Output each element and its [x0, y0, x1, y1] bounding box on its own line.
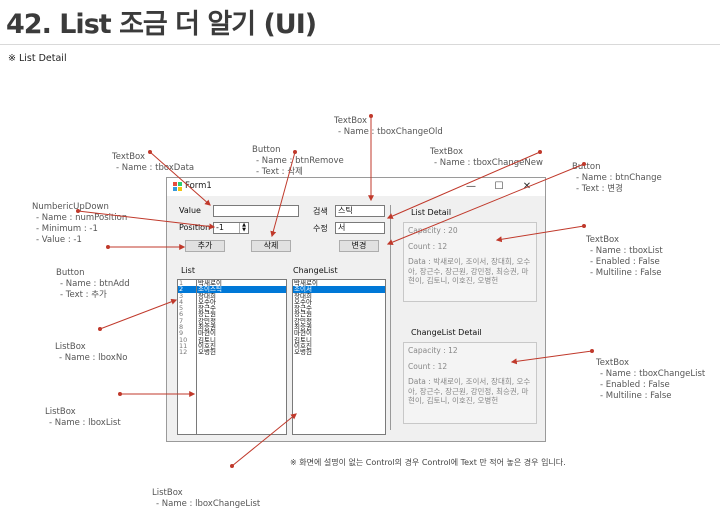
data-textbox[interactable] [213, 205, 299, 217]
change-button[interactable]: 변경 [339, 240, 379, 252]
changelist-detail-label: ChangeList Detail [411, 328, 482, 337]
note-num-position: NumbericUpDown- Name : numPosition- Mini… [32, 202, 128, 245]
stepper-arrows-icon[interactable]: ▲▼ [239, 223, 248, 233]
list-item[interactable]: 2 [178, 286, 196, 293]
list-item[interactable]: 1 [179, 280, 184, 287]
tbox-list: Capacity : 20 Count : 12 Data : 박새로이, 조이… [403, 222, 537, 302]
list-item[interactable]: 박새로이 [198, 280, 222, 287]
note-lbox-no: ListBox- Name : lboxNo [55, 342, 128, 363]
note-tbox-data: TextBox- Name : tboxData [112, 152, 195, 173]
note-tbox-change-new: TextBox- Name : tboxChangeNew [430, 147, 543, 168]
list-item[interactable]: 오병헌 [198, 349, 216, 356]
list-item[interactable]: 장근수 [294, 305, 312, 312]
list-item[interactable]: 장근원 [294, 311, 312, 318]
list-item[interactable]: 5 [179, 305, 184, 312]
change-capacity: Capacity : 12 [408, 346, 458, 355]
list-item[interactable]: 11 [179, 342, 188, 350]
minimize-icon[interactable]: — [466, 181, 476, 192]
list-item[interactable]: 이호진 [198, 342, 216, 350]
arrow-num-position [77, 210, 216, 230]
arrow-tbox-data [149, 151, 211, 206]
list-item[interactable]: 12 [179, 349, 188, 356]
list-item[interactable]: 마현이 [198, 330, 216, 337]
form-window: Form1 — ☐ ✕ Value Position -1 ▲▼ 추가 삭제 L… [166, 177, 546, 442]
note-tbox-change-old: TextBox- Name : tboxChangeOld [334, 116, 443, 137]
list-item[interactable]: 7 [179, 317, 184, 325]
change-data: Data : 박새로이, 조이서, 장대희, 오수아, 장근수, 장근원, 강민… [408, 377, 531, 405]
list-count: Count : 12 [408, 241, 448, 251]
list-item[interactable]: 김토니 [294, 336, 312, 343]
list-item[interactable]: 6 [179, 311, 184, 318]
note-tbox-changelist: TextBox- Name : tboxChangeList- Enabled … [596, 358, 706, 401]
list-item[interactable]: 김토니 [198, 336, 216, 343]
arrow-btn-remove [270, 151, 296, 238]
maximize-icon[interactable]: ☐ [494, 181, 504, 192]
section-divider [390, 205, 391, 430]
arrow-tbox-changelist [510, 350, 593, 365]
list-detail-label: List Detail [411, 208, 452, 217]
list-capacity: Capacity : 20 [408, 226, 458, 235]
changelist-label: ChangeList [293, 266, 338, 275]
modify-label: 수정 [313, 224, 328, 233]
list-item[interactable]: 최승권 [198, 324, 216, 331]
position-value: -1 [216, 223, 224, 232]
form-titlebar[interactable]: Form1 — ☐ ✕ [167, 178, 545, 196]
list-item[interactable]: 3 [179, 292, 184, 299]
list-item[interactable]: 이호진 [294, 342, 312, 350]
arrow-tbox-list [495, 225, 585, 243]
footnote: ※ 화면에 설명이 없는 Control의 경우 Control에 Text 만… [290, 458, 566, 467]
list-item[interactable]: 마현이 [294, 330, 312, 337]
add-button[interactable]: 추가 [185, 240, 225, 252]
note-lbox-changelist: ListBox- Name : lboxChangeList [152, 488, 261, 509]
note-btn-add: Button- Name : btnAdd- Text : 추가 [56, 268, 130, 300]
list-item[interactable]: 박새로이 [294, 280, 318, 287]
change-count: Count : 12 [408, 361, 448, 371]
list-item[interactable]: 장근원 [198, 311, 216, 318]
list-item[interactable]: 장근수 [198, 305, 216, 312]
position-stepper[interactable]: -1 ▲▼ [213, 222, 249, 234]
list-label: List [181, 266, 195, 275]
remove-button[interactable]: 삭제 [251, 240, 291, 252]
list-item[interactable]: 오수아 [198, 298, 216, 306]
note-tbox-list: TextBox- Name : tboxList- Enabled : Fals… [586, 235, 663, 278]
title-divider [0, 44, 720, 45]
list-item[interactable]: 최승권 [294, 324, 312, 331]
change-new-textbox[interactable]: 서 [335, 222, 385, 234]
list-item[interactable]: 9 [179, 330, 184, 337]
slide-subtitle: ※ List Detail [8, 53, 67, 64]
arrow-lbox-no [99, 298, 178, 330]
change-old-textbox[interactable]: 스틱 [335, 205, 385, 217]
form-title: Form1 [185, 181, 212, 191]
list-item[interactable]: 4 [179, 298, 184, 306]
list-item[interactable]: 오수아 [294, 298, 312, 306]
tbox-changelist: Capacity : 12 Count : 12 Data : 박새로이, 조이… [403, 342, 537, 424]
list-data: Data : 박새로이, 조이서, 장대희, 오수아, 장근수, 장근원, 강민… [408, 257, 531, 285]
arrow-lbox-changelist [231, 413, 297, 467]
close-icon[interactable]: ✕ [522, 181, 532, 192]
list-item[interactable]: 장대희 [294, 292, 312, 299]
note-btn-change: Button- Name : btnChange- Text : 변경 [572, 162, 662, 194]
list-item[interactable]: 오병헌 [294, 349, 312, 356]
list-item[interactable]: 10 [179, 336, 188, 343]
position-label: Position [179, 223, 211, 232]
arrow-btn-change [386, 163, 585, 245]
list-item[interactable]: 강민정 [294, 317, 312, 325]
note-lbox-list: ListBox- Name : lboxList [45, 407, 121, 428]
list-item[interactable]: 강민정 [198, 317, 216, 325]
list-item[interactable]: 장대희 [198, 292, 216, 299]
value-label: Value [179, 206, 201, 215]
note-btn-remove: Button- Name : btnRemove- Text : 삭제 [252, 145, 344, 177]
search-label: 검색 [313, 207, 328, 216]
arrow-tbox-change-new [386, 151, 541, 219]
slide-title: 42. List 조금 더 알기 (UI) [6, 9, 317, 40]
form-app-icon [173, 182, 182, 191]
list-item[interactable]: 8 [179, 324, 184, 331]
list-item[interactable]: 조이서 [293, 286, 385, 293]
list-item[interactable]: 조이스틱 [197, 286, 286, 293]
